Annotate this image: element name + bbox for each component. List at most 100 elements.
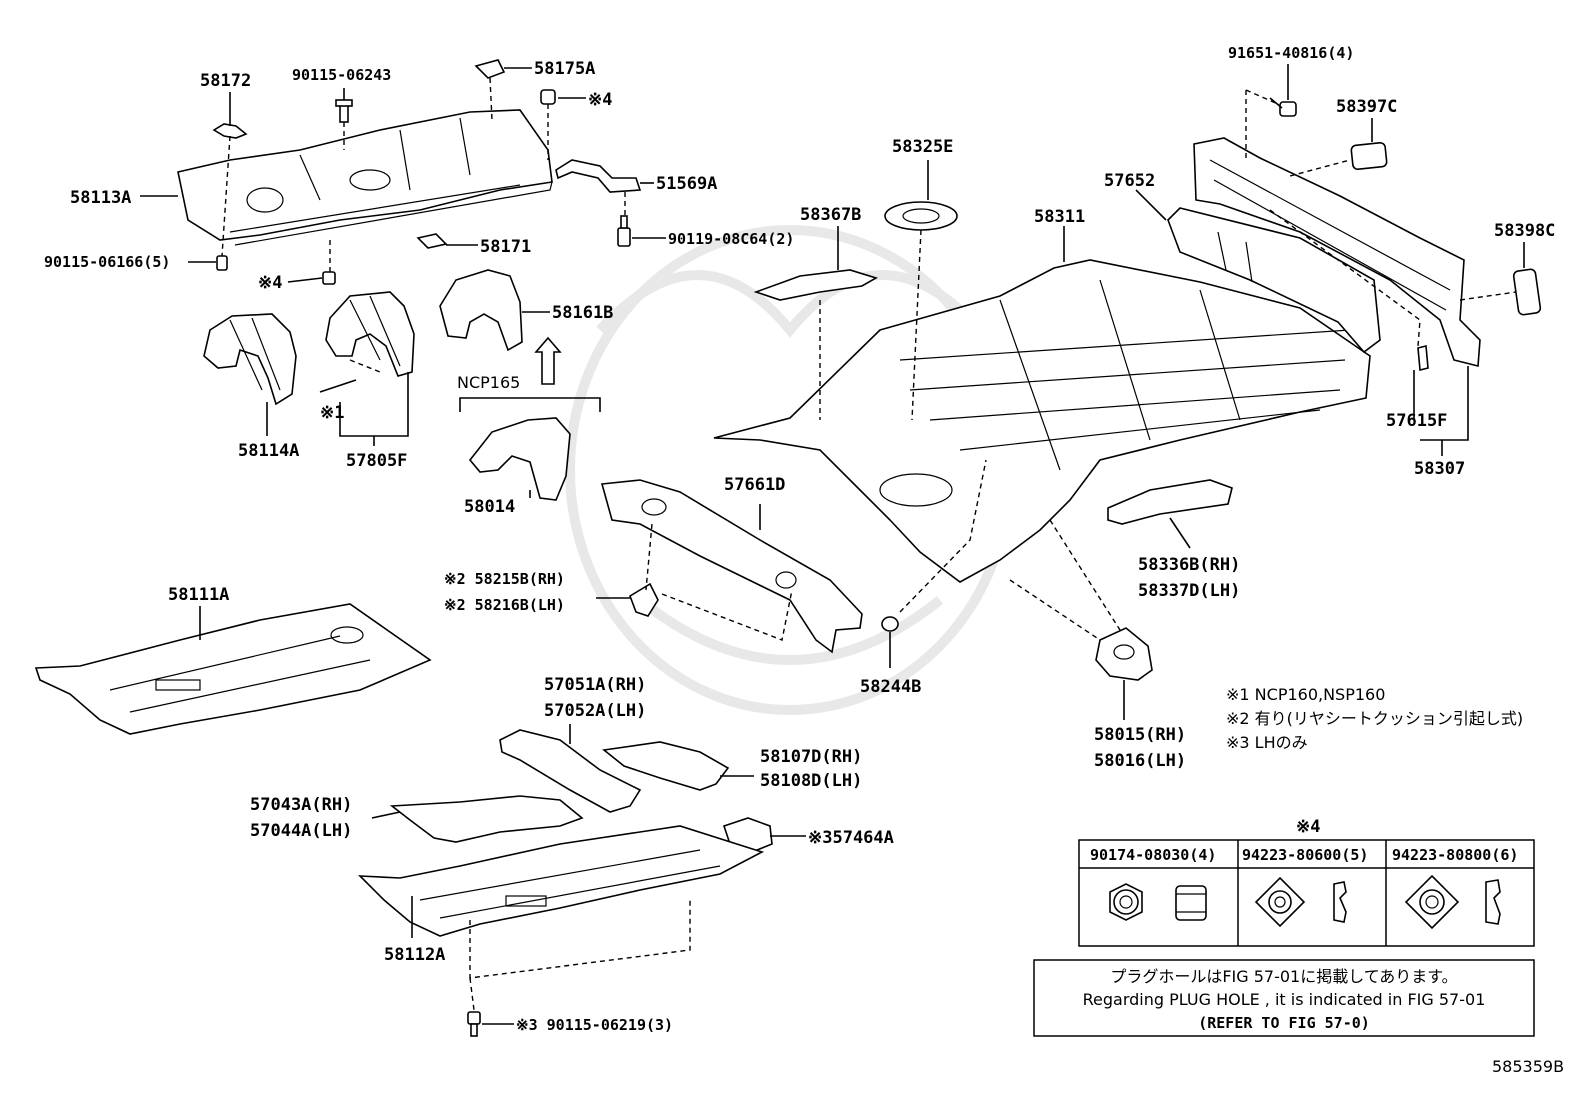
label-58114A: 58114A bbox=[238, 441, 299, 461]
part-90119-08C64[interactable] bbox=[617, 215, 631, 247]
label-58113A: 58113A bbox=[70, 188, 131, 208]
part-90115-06166[interactable] bbox=[216, 255, 228, 271]
label-57044A: 57044A(LH) bbox=[250, 821, 352, 841]
part-58215B[interactable] bbox=[629, 582, 659, 617]
label-58175A: 58175A bbox=[534, 59, 595, 79]
part-91651-40816[interactable] bbox=[1269, 97, 1297, 117]
label-91651-40816: 91651-40816(4) bbox=[1228, 44, 1354, 62]
fastener-col-1: 90174-08030(4) bbox=[1090, 846, 1216, 864]
part-58398C[interactable] bbox=[1512, 268, 1542, 316]
label-57805F: 57805F bbox=[346, 451, 407, 471]
label-58244B: 58244B bbox=[860, 677, 921, 697]
fastener-col-3: 94223-80800(6) bbox=[1392, 846, 1518, 864]
label-57043A: 57043A(RH) bbox=[250, 795, 352, 815]
part-58311[interactable] bbox=[713, 259, 1371, 583]
label-90115-06219: ※3 90115-06219(3) bbox=[516, 1016, 673, 1034]
part-57615F[interactable] bbox=[1417, 344, 1429, 372]
footnotes: ※1 NCP160,NSP160 ※2 有り(リヤシートクッション引起し式) ※… bbox=[1226, 685, 1523, 752]
part-58014[interactable] bbox=[468, 417, 571, 501]
flange-nut-icon bbox=[1109, 883, 1207, 921]
part-58336B[interactable] bbox=[1107, 479, 1233, 525]
part-58107D[interactable] bbox=[602, 741, 730, 791]
label-58016: 58016(LH) bbox=[1094, 751, 1186, 771]
part-58171[interactable] bbox=[416, 233, 448, 249]
plug-note-refer: (REFER TO FIG 57-0) bbox=[1198, 1014, 1370, 1032]
part-labels: 58172 90115-06243 58175A ※4 58113A 51569… bbox=[44, 44, 1555, 1034]
label-57052A: 57052A(LH) bbox=[544, 701, 646, 721]
label-57615F: 57615F bbox=[1386, 411, 1447, 431]
part-58172[interactable] bbox=[212, 123, 248, 139]
note-s3: ※3 LHのみ bbox=[1226, 733, 1308, 752]
part-58367B[interactable] bbox=[753, 269, 879, 301]
part-nut-mid[interactable] bbox=[322, 271, 336, 285]
label-90119-08C64: 90119-08C64(2) bbox=[668, 230, 794, 248]
part-58307[interactable] bbox=[1193, 137, 1481, 368]
part-58112A[interactable] bbox=[357, 825, 765, 937]
part-57051A[interactable] bbox=[499, 729, 642, 813]
label-57661D: 57661D bbox=[724, 475, 785, 495]
label-90115-06166: 90115-06166(5) bbox=[44, 253, 170, 271]
fastener-col-2: 94223-80600(5) bbox=[1242, 846, 1368, 864]
assembly-dashed-lines bbox=[221, 77, 1517, 1011]
part-51569A[interactable] bbox=[555, 159, 642, 193]
plug-hole-note: プラグホールはFIG 57-01に掲載してあります。 Regarding PLU… bbox=[1033, 959, 1535, 1037]
part-58397C[interactable] bbox=[1350, 141, 1388, 171]
label-58367B: 58367B bbox=[800, 205, 861, 225]
label-58108D: 58108D(LH) bbox=[760, 771, 862, 791]
label-58325E: 58325E bbox=[892, 137, 953, 157]
label-58014: 58014 bbox=[464, 497, 515, 517]
square-weld-nut-icon bbox=[1404, 874, 1501, 930]
label-58171: 58171 bbox=[480, 237, 531, 257]
plug-note-jp: プラグホールはFIG 57-01に掲載してあります。 bbox=[1110, 967, 1457, 986]
square-weld-nut-icon bbox=[1254, 876, 1347, 928]
label-58337D: 58337D(LH) bbox=[1138, 581, 1240, 601]
label-58015: 58015(RH) bbox=[1094, 725, 1186, 745]
part-58175A[interactable] bbox=[474, 59, 506, 79]
plug-note-en: Regarding PLUG HOLE , it is indicated in… bbox=[1083, 990, 1486, 1009]
fastener-table: ※4 90174-08030(4) 94223-80600(5) 94223-8… bbox=[1078, 817, 1535, 947]
diagram-code: 585359B bbox=[1492, 1057, 1564, 1076]
part-58015[interactable] bbox=[1095, 627, 1153, 681]
part-58161B[interactable] bbox=[439, 269, 523, 352]
label-58172: 58172 bbox=[200, 71, 251, 91]
label-51569A: 51569A bbox=[656, 174, 717, 194]
fastener-table-title: ※4 bbox=[1296, 817, 1320, 837]
label-58107D: 58107D(RH) bbox=[760, 747, 862, 767]
part-58111A[interactable] bbox=[34, 603, 432, 735]
label-58112A: 58112A bbox=[384, 945, 445, 965]
part-stud-s1[interactable] bbox=[319, 379, 357, 393]
leader-lines bbox=[140, 64, 1525, 1025]
ncp165-bracket-line bbox=[459, 397, 601, 412]
part-58113A[interactable] bbox=[177, 109, 553, 246]
label-58336B: 58336B(RH) bbox=[1138, 555, 1240, 575]
label-58216B: ※2 58216B(LH) bbox=[444, 596, 565, 614]
label-57464A: ※357464A bbox=[808, 828, 894, 848]
label-58215B: ※2 58215B(RH) bbox=[444, 570, 565, 588]
label-58307: 58307 bbox=[1414, 459, 1465, 479]
part-57043A[interactable] bbox=[389, 795, 584, 843]
part-58114A[interactable] bbox=[203, 313, 297, 406]
label-58311: 58311 bbox=[1034, 207, 1085, 227]
label-ncp165: NCP165 bbox=[457, 373, 520, 392]
label-58398C: 58398C bbox=[1494, 221, 1555, 241]
part-nut-top[interactable] bbox=[540, 89, 556, 105]
label-s4-mid: ※4 bbox=[258, 273, 282, 293]
part-90115-06243[interactable] bbox=[335, 99, 353, 123]
part-57661D[interactable] bbox=[600, 479, 863, 654]
part-57652[interactable] bbox=[1167, 207, 1381, 354]
label-s1: ※1 bbox=[320, 403, 344, 423]
part-58244B[interactable] bbox=[881, 616, 899, 632]
label-57652: 57652 bbox=[1104, 171, 1155, 191]
label-90115-06243: 90115-06243 bbox=[292, 66, 391, 84]
note-s2: ※2 有り(リヤシートクッション引起し式) bbox=[1226, 709, 1523, 728]
label-57051A: 57051A(RH) bbox=[544, 675, 646, 695]
label-s4-top: ※4 bbox=[588, 90, 612, 110]
part-58325E[interactable] bbox=[884, 201, 958, 231]
label-58161B: 58161B bbox=[552, 303, 613, 323]
part-57805F[interactable] bbox=[325, 291, 415, 377]
part-90115-06219[interactable] bbox=[467, 1011, 481, 1037]
label-58397C: 58397C bbox=[1336, 97, 1397, 117]
arrow-up-icon bbox=[534, 336, 562, 385]
